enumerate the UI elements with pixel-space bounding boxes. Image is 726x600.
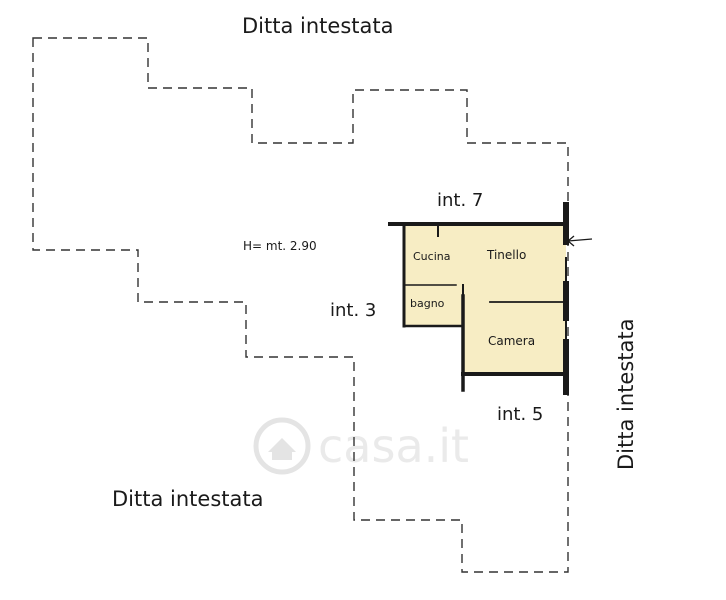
neighbor-top-label: Ditta intestata bbox=[242, 14, 393, 38]
height-note: H= mt. 2.90 bbox=[243, 239, 317, 253]
unit-int5-label: int. 5 bbox=[497, 404, 543, 425]
apartment-area bbox=[404, 224, 566, 374]
room-cucina-label: Cucina bbox=[413, 250, 450, 263]
watermark-text: casa.it bbox=[318, 419, 469, 473]
house-logo-icon bbox=[253, 417, 311, 475]
building-outline bbox=[32, 37, 569, 573]
neighbor-right-label: Ditta intestata bbox=[614, 319, 638, 470]
neighbor-bottom-left-label: Ditta intestata bbox=[112, 487, 263, 511]
unit-int3-label: int. 3 bbox=[330, 300, 376, 321]
room-bagno-label: bagno bbox=[410, 297, 445, 310]
room-camera-label: Camera bbox=[488, 334, 535, 348]
watermark: casa.it bbox=[253, 417, 469, 475]
room-tinello-label: Tinello bbox=[486, 248, 526, 262]
house-icon bbox=[268, 438, 296, 460]
apartment-walls bbox=[388, 202, 569, 395]
unit-int7-label: int. 7 bbox=[437, 190, 483, 211]
entrance-arrow-icon bbox=[567, 235, 593, 247]
